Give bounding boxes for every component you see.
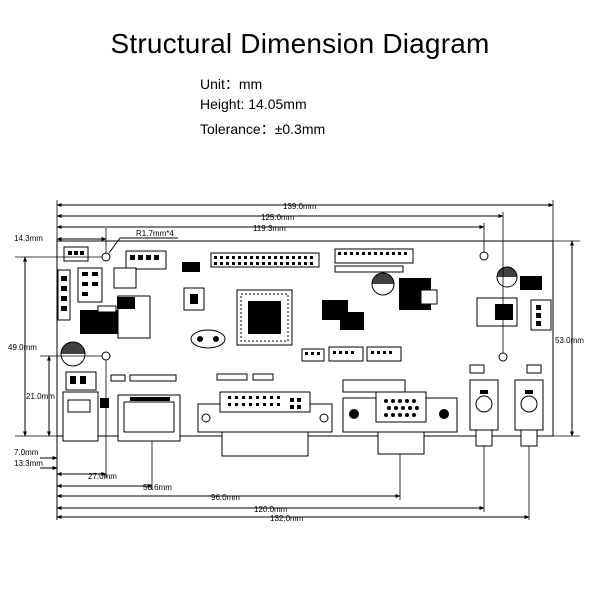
dimension-lines — [15, 200, 580, 520]
dim-label-49: 49.0mm — [8, 343, 37, 352]
components — [57, 246, 552, 393]
dim-label-139: 139.0mm — [283, 202, 317, 211]
dim-label-7: 7.0mm — [14, 448, 39, 457]
mounting-hole — [101, 351, 111, 361]
spec-unit: Unit：mm — [200, 76, 263, 92]
dim-label-119: 119.3mm — [253, 224, 286, 233]
mounting-hole — [101, 252, 111, 262]
dim-label-53: 53.0mm — [555, 336, 584, 345]
dim-label-27: 27.0mm — [88, 472, 117, 481]
mounting-hole — [498, 352, 508, 362]
dimension-labels: 139.0mm 125.0mm 119.3mm 14.3mm R1.7mm*4 … — [8, 202, 584, 523]
dim-label-96: 96.0mm — [211, 493, 240, 502]
spec-height: Height: 14.05mm — [200, 96, 307, 112]
dim-label-14: 14.3mm — [14, 234, 43, 243]
dim-label-13: 13.3mm — [14, 459, 43, 468]
mounting-hole — [479, 251, 489, 261]
page-title: Structural Dimension Diagram — [110, 28, 490, 59]
dim-label-132: 132.0mm — [270, 514, 304, 523]
dim-label-125: 125.0mm — [261, 213, 295, 222]
dim-label-58: 58.6mm — [143, 483, 172, 492]
bottom-connectors — [62, 371, 544, 457]
dim-label-21: 21.0mm — [26, 392, 55, 401]
hole-radius-label: R1.7mm*4 — [136, 229, 174, 238]
spec-tolerance: Tolerance：±0.3mm — [200, 121, 326, 137]
dim-label-120: 120.0mm — [254, 505, 288, 514]
